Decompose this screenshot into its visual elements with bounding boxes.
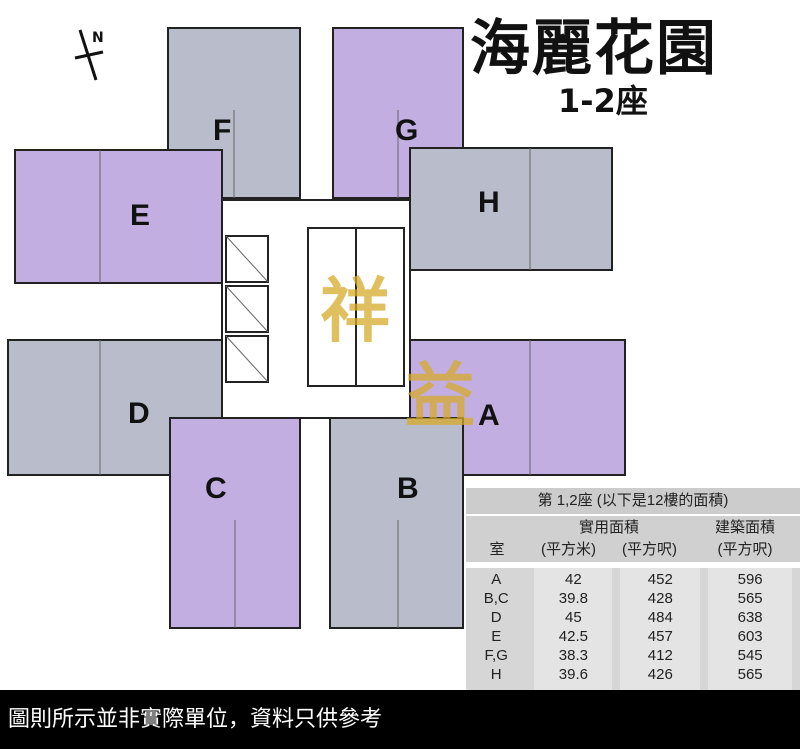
column-sqft: 452 428 484 457 412 426 [620, 568, 701, 690]
cell-sqm: 39.8 [558, 590, 588, 607]
watermark-logo: 益 [405, 355, 475, 437]
column-sqm: 42 39.8 45 42.5 38.3 39.6 [534, 568, 613, 690]
cell-rooms: B,C [483, 590, 509, 607]
unit-B [329, 417, 464, 629]
cell-sqft: 457 [647, 628, 673, 645]
header-gross: 建築面積 [714, 519, 775, 536]
cell-sqft: 484 [647, 609, 673, 626]
unit-E [14, 149, 223, 284]
cell-gross: 638 [737, 609, 763, 626]
unit-label-E: E [130, 199, 150, 232]
cell-sqm: 42.5 [558, 628, 588, 645]
compass: N [74, 29, 104, 81]
header-room: 室 [489, 541, 505, 558]
cell-gross: 545 [737, 647, 763, 664]
cell-rooms: D [490, 609, 502, 626]
cell-sqm: 42 [565, 571, 582, 588]
unit-H [409, 147, 613, 271]
cell-gross: 596 [737, 571, 763, 588]
table-caption: 第 1,2座 (以下是12樓的面積) [466, 488, 800, 516]
floor-plan: N F G E H D A C B [7, 27, 626, 629]
cell-sqft: 412 [647, 647, 673, 664]
unit-label-B: B [397, 472, 419, 505]
cell-gross: 565 [737, 666, 763, 683]
cell-rooms: H [490, 666, 502, 683]
cell-sqft: 428 [647, 590, 673, 607]
watermark-logo: 祥 [320, 270, 390, 352]
unit-label-C: C [205, 472, 227, 505]
area-table: 第 1,2座 (以下是12樓的面積) 室 實用面積 (平方米) (平方呎) 建築面… [466, 488, 800, 690]
cell-sqm: 45 [565, 609, 582, 626]
unit-label-A: A [478, 399, 500, 432]
cell-gross: 603 [737, 628, 763, 645]
disclaimer: 圖則所示並非實際單位，資料只供參考 [0, 690, 800, 749]
cell-gross: 565 [737, 590, 763, 607]
svg-text:N: N [92, 30, 104, 46]
unit-label-F: F [213, 114, 231, 147]
cell-rooms: E [491, 628, 502, 645]
unit-label-D: D [128, 397, 150, 430]
header-usable-sqft: (平方呎) [622, 541, 677, 558]
cell-sqft: 452 [647, 571, 673, 588]
cell-rooms: F,G [484, 647, 508, 664]
header-usable: 實用面積 [578, 519, 639, 536]
unit-label-G: G [395, 114, 418, 147]
cell-sqft: 426 [647, 666, 673, 683]
block-subtitle: 1-2座 [558, 82, 648, 120]
cell-rooms: A [491, 571, 502, 588]
unit-label-H: H [478, 186, 500, 219]
header-gross-sqft: (平方呎) [717, 541, 773, 558]
cell-sqm: 38.3 [558, 647, 588, 664]
page-title: 海麗花園 [470, 14, 718, 84]
column-gross: 596 565 638 603 545 565 [708, 568, 793, 690]
header-usable-sqm: (平方米) [541, 541, 596, 558]
cell-sqm: 39.6 [558, 666, 588, 683]
